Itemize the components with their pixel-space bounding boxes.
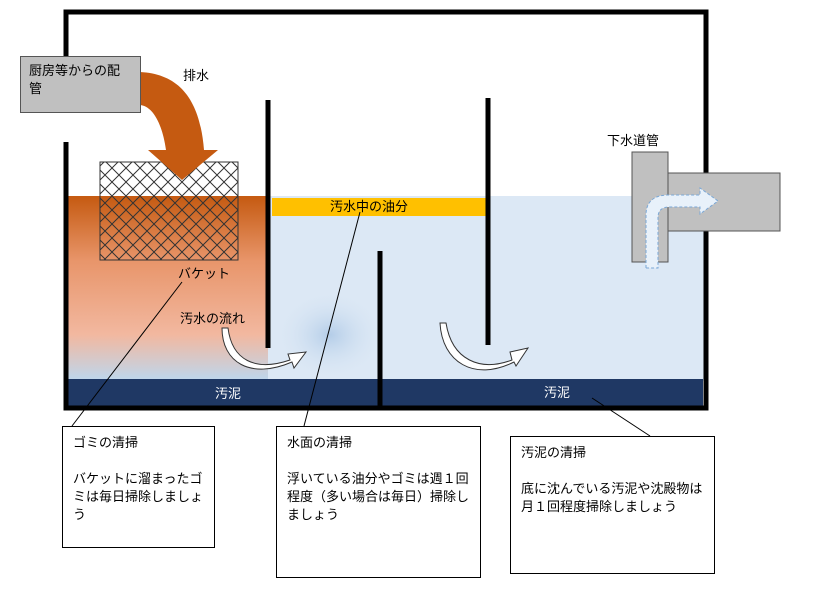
note-sludge-body: 底に沈んでいる汚泥や沈殿物は月１回程度掃除しましょう [521, 482, 703, 515]
flow-label: 汚水の流れ [180, 312, 246, 327]
note-sludge: 汚泥の清掃 底に沈んでいる汚泥や沈殿物は月１回程度掃除しましょう [510, 436, 715, 574]
outflow-arrow-icon [645, 187, 719, 269]
note-garbage-title: ゴミの清掃 [73, 436, 139, 451]
leader-sludge [591, 397, 651, 437]
leader-garbage [71, 281, 183, 427]
drain-label: 排水 [183, 69, 210, 84]
oil-layer [272, 198, 488, 216]
sewer-label: 下水道管 [607, 134, 660, 149]
note-garbage-body: バケットに溜まったゴミは毎日掃除しましょう [73, 472, 204, 523]
basket-label: バケット [178, 267, 231, 282]
sludge-right-label: 汚泥 [544, 386, 571, 401]
drain-arrow-icon [140, 72, 218, 180]
note-sludge-title: 汚泥の清掃 [521, 446, 587, 461]
flow-glow [275, 290, 385, 380]
inlet-pipe-box: 厨房等からの配管 [20, 56, 141, 113]
note-surface-body: 浮いている油分やゴミは週１回程度（多い場合は毎日）掃除しましょう [287, 472, 470, 523]
note-surface-title: 水面の清掃 [287, 436, 353, 451]
sludge-left-label: 汚泥 [215, 387, 242, 402]
note-surface: 水面の清掃 浮いている油分やゴミは週１回程度（多い場合は毎日）掃除しましょう [276, 426, 481, 578]
flow-arrow-right-icon [439, 322, 530, 371]
flow-arrow-left-icon [221, 327, 308, 370]
note-garbage: ゴミの清掃 バケットに溜まったゴミは毎日掃除しましょう [62, 426, 215, 548]
leader-surface [303, 211, 361, 427]
sludge-layer [66, 379, 703, 408]
basket [99, 161, 239, 261]
inlet-pipe-label: 厨房等からの配管 [29, 64, 121, 97]
oil-label: 汚水中の油分 [330, 200, 409, 215]
